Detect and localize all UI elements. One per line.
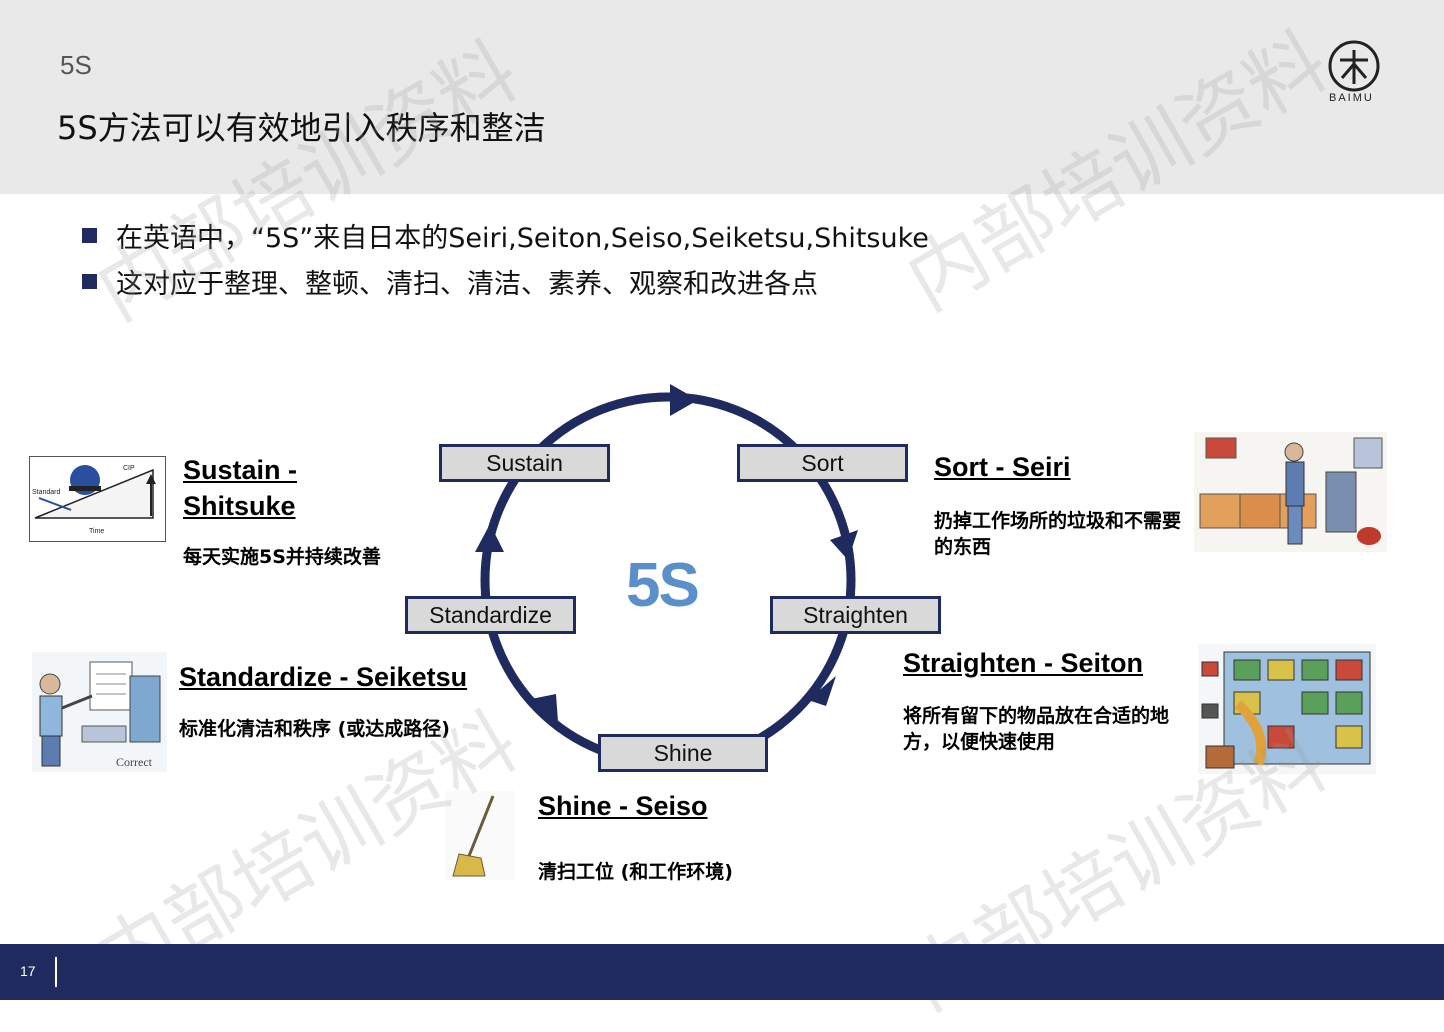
slide-title: 5S方法可以有效地引入秩序和整洁 — [57, 109, 546, 147]
baimu-logo-icon — [1328, 40, 1380, 92]
cycle-arrow-right-lower — [808, 676, 836, 706]
page-number: 17 — [20, 963, 36, 979]
cycle-arrow-right-upper — [830, 530, 858, 560]
cycle-arrow-top — [670, 384, 698, 416]
cycle-arrow-bottom-left — [526, 694, 558, 722]
bullet-list: 在英语中，“5S”来自日本的Seiri,Seiton,Seiso,Seikets… — [82, 212, 929, 304]
cycle-box-sort: Sort — [737, 444, 908, 482]
shine-desc: 清扫工位 (和工作环境) — [538, 861, 733, 883]
sustain-desc: 每天实施5S并持续改善 — [183, 546, 381, 568]
shine-broom-illustration — [445, 790, 515, 880]
sustain-chart-label-cip: CIP — [123, 465, 135, 472]
shine-title: Shine - Seiso — [538, 791, 708, 821]
bullet-square-icon — [82, 227, 97, 243]
straighten-title: Straighten - Seiton — [903, 648, 1144, 678]
bullet-text: 在英语中，“5S”来自日本的Seiri,Seiton,Seiso,Seikets… — [116, 222, 929, 254]
logo-text: BAIMU — [1329, 92, 1374, 104]
bullet-item: 这对应于整理、整顿、清扫、清洁、素养、观察和改进各点 — [82, 258, 929, 304]
sort-desc: 扔掉工作场所的垃圾和不需要的东西 — [934, 510, 1182, 558]
standardize-title: Standardize - Seiketsu — [179, 662, 468, 692]
cycle-box-standardize: Standardize — [405, 596, 576, 634]
sort-illustration — [1194, 432, 1387, 552]
bullet-square-icon — [82, 273, 97, 289]
page-divider — [55, 957, 57, 987]
bullet-item: 在英语中，“5S”来自日本的Seiri,Seiton,Seiso,Seikets… — [82, 212, 929, 258]
standardize-illustration: Correct — [32, 652, 167, 772]
standardize-desc: 标准化清洁和秩序 (或达成路径) — [179, 718, 450, 740]
sustain-chart-illustration: Standard CIP Time — [29, 456, 166, 542]
bullet-text: 这对应于整理、整顿、清扫、清洁、素养、观察和改进各点 — [116, 268, 818, 300]
sustain-chart-label-standard: Standard — [32, 489, 61, 496]
section-label: 5S — [60, 50, 92, 80]
straighten-illustration — [1198, 644, 1376, 774]
sort-title: Sort - Seiri — [934, 452, 1071, 482]
sustain-chart-label-time: Time — [89, 528, 104, 535]
cycle-box-sustain: Sustain — [439, 444, 610, 482]
slide-header — [0, 0, 1444, 194]
cycle-center-label: 5S — [626, 551, 700, 620]
cycle-box-straighten: Straighten — [770, 596, 941, 634]
standardize-caption: Correct — [116, 755, 153, 769]
cycle-box-shine: Shine — [598, 734, 768, 772]
straighten-desc: 将所有留下的物品放在合适的地方，以便快速使用 — [903, 705, 1170, 753]
sustain-title: Sustain - Shitsuke — [183, 455, 298, 521]
cycle-arrow-left — [475, 524, 504, 552]
slide-footer — [0, 944, 1444, 1000]
